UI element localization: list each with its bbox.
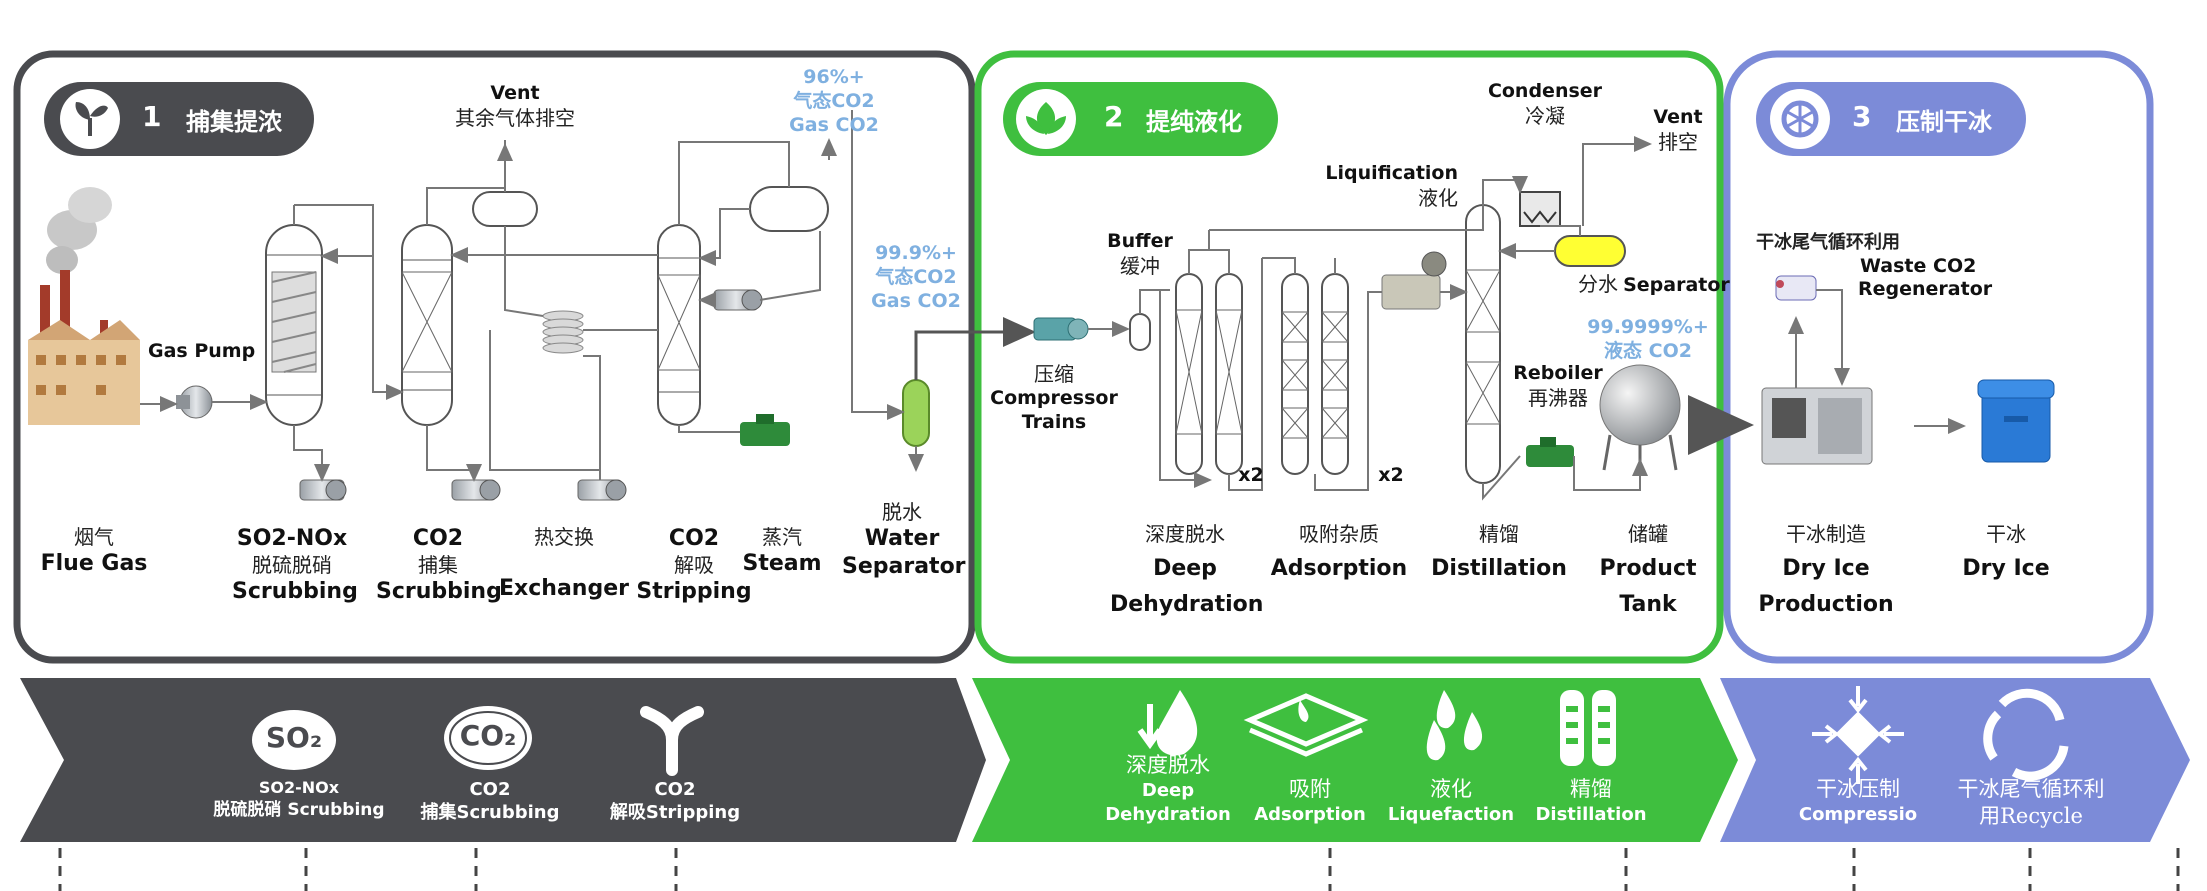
so2-scrubbing-label: SO2-NOx 脱硫脱硝 Scrubbing [232,526,358,604]
heat-exchanger-coil [542,310,584,354]
buffer-tank [1129,313,1151,351]
waste-co2-label: 干冰尾气循环利用 Waste CO2 Regenerator [1756,232,1993,301]
so2-icon-text: SO₂ [265,721,323,754]
steam-label: 蒸汽 Steam [742,525,822,576]
pump-icon [299,479,347,501]
vent-drum [472,191,538,227]
dehydration-icon [1137,690,1198,756]
stage2-title: 提纯液化 [1146,107,1242,136]
co2-stripping-column [657,224,701,426]
adsorption-column [1281,273,1309,475]
pump-icon [577,479,627,501]
x2-label: x2 [1378,464,1404,486]
co2-stripping-label: CO2 解吸 Stripping [636,526,752,604]
vent2-label: Vent 排空 [1653,106,1703,154]
band-stage3 [1720,678,2190,842]
condenser-label: Condenser 冷凝 [1487,80,1603,128]
water-separator-label: 脱水 Water Separator [842,500,966,579]
compressor-icon [1033,317,1089,341]
water-separator-drum [1554,235,1626,267]
band-compression-label: 干冰压制 Compressio [1798,777,1918,826]
gas-co2-96-label: 96%+ 气态CO2 Gas CO2 [789,66,879,136]
product-tank-icon [1599,364,1681,471]
adsorption-label: 吸附杂质 Adsorption [1270,522,1408,581]
liquification-label: Liquification 液化 [1325,162,1458,210]
flue-gas-label: 烟气 Flue Gas [40,525,148,576]
stage3-number: 3 [1852,100,1872,133]
stage1-title: 捕集提浓 [186,107,282,136]
vent-label: Vent 其余气体排空 [455,82,575,130]
dry-ice-box-icon [1977,379,2055,463]
stripper-drum [749,186,829,232]
pump-icon [713,289,763,311]
distillation-label: 精馏 Distillation [1431,522,1567,581]
heat-exchanger-label: 热交换 Exchanger [499,525,629,601]
buffer-label: Buffer 缓冲 [1107,230,1173,278]
stripping-icon [640,706,704,776]
dehydration-column [1215,273,1243,475]
band-co2-capture-label: CO2 捕集Scrubbing [420,779,560,824]
product-tank-label: 储罐 Product Tank [1599,522,1697,617]
regenerator-icon [1775,275,1817,301]
condenser-icon [1519,191,1561,227]
liquefaction-icon [1426,690,1483,761]
band-distillation-label: 精馏 Distillation [1535,777,1647,826]
liquid-co2-label: 99.9999%+ 液态 CO2 [1587,316,1709,362]
dry-ice-label: 干冰 Dry Ice [1962,522,2050,581]
stage3-frame [1723,50,2154,664]
leaves-icon [1026,102,1066,135]
band-co2-stripping-label: CO2 解吸Stripping [609,779,741,824]
stage2-pill [1003,82,1278,156]
stage1-number: 1 [142,100,162,133]
co2-capture-label: CO2 捕集 Scrubbing [376,526,502,604]
factory-icon [28,187,140,425]
snowflake-icon [1781,100,1819,138]
band-stage2 [972,678,1738,842]
band-liquefaction-label: 液化 Liquefaction [1387,777,1515,826]
reboiler-label: Reboiler 再沸器 [1513,362,1603,410]
band-adsorption-label: 吸附 Adsorption [1254,777,1366,826]
dry-ice-machine-icon [1761,387,1873,465]
stage3-pill [1756,82,2026,156]
sprout-icon [75,102,108,136]
distillation-icon [1560,690,1616,766]
separator-label: 分水 Separator [1578,272,1730,296]
compressor-label: 压缩 Compressor Trains [990,362,1118,433]
stage1-pill [44,82,314,156]
steam-boiler-icon [740,414,790,446]
water-separator-vessel [902,379,930,447]
co2-icon-text: CO₂ [459,719,517,752]
co2-icon [444,706,532,770]
stage3-title: 压制干冰 [1896,107,1992,136]
pump-icon [451,479,501,501]
gas-pump-label: Gas Pump [148,340,256,362]
dehydration-column [1175,273,1203,475]
so2-icon [252,710,336,770]
recycle-icon [1983,688,2069,781]
adsorption-icon [1243,693,1369,757]
band-so2-label: SO2-NOx 脱硫脱硝 Scrubbing [213,778,385,820]
gas-co2-999-label: 99.9%+ 气态CO2 Gas CO2 [871,242,961,312]
stage1-frame [13,50,976,664]
co2-capture-column [401,224,453,426]
stage2-number: 2 [1104,100,1124,133]
deep-dehydration-label: 深度脱水 Deep Dehydration [1110,522,1264,617]
x2-label: x2 [1238,464,1264,486]
liquefaction-unit-icon [1381,251,1447,310]
dry-ice-production-label: 干冰制造 Dry Ice Production [1758,522,1894,617]
band-recycle-label: 干冰尾气循环利 用Recycle [1957,777,2105,829]
compression-icon [1812,686,1904,784]
distillation-column [1465,204,1501,484]
band-dehydration-label: 深度脱水 Deep Dehydration [1105,753,1231,825]
reboiler-icon [1526,437,1574,467]
so2-column [265,224,323,426]
adsorption-column [1321,273,1349,475]
